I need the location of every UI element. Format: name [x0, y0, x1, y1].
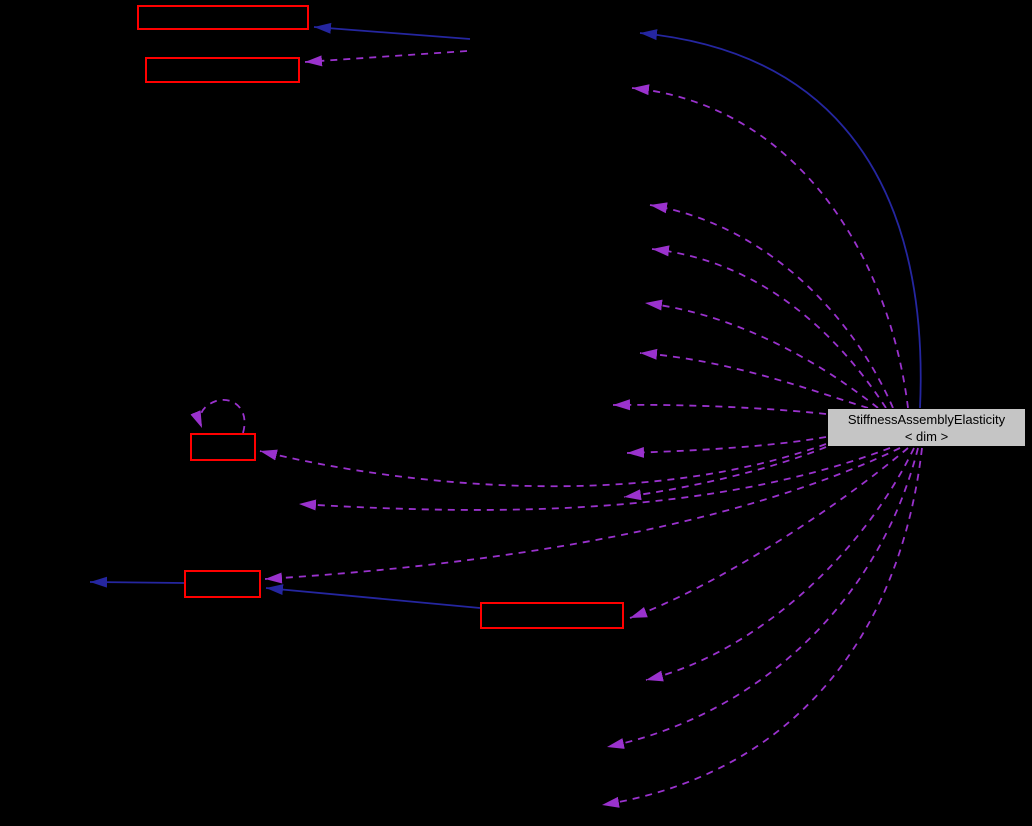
main-class-name: StiffnessAssemblyElasticity: [847, 412, 1006, 427]
edge-main-to-hidden-10: [645, 447, 915, 682]
class-node-box-1[interactable]: [137, 5, 309, 30]
edge-main-to-hidden-base: [639, 29, 922, 409]
edge-box-5-to-box-4: [265, 584, 481, 609]
edge-main-to-hidden-1: [631, 84, 909, 409]
edge-main-to-hidden-3: [651, 245, 887, 409]
edge-main-to-box-4: [264, 447, 901, 584]
edge-main-to-hidden-4: [644, 299, 879, 409]
edge-main-to-hidden-6: [612, 399, 827, 415]
edge-hidden-base-to-box-2: [304, 50, 468, 67]
edge-main-to-hidden-2: [649, 202, 894, 409]
edge-main-to-hidden-5: [639, 348, 869, 409]
edge-main-to-box-3: [259, 443, 827, 488]
class-node-box-4[interactable]: [184, 570, 261, 598]
edge-main-to-hidden-7: [626, 436, 827, 458]
class-node-box-3[interactable]: [190, 433, 256, 461]
main-class-template-param: < dim >: [904, 429, 949, 444]
edge-main-to-hidden-9: [298, 447, 891, 511]
edge-box-4-to-hidden-left: [89, 576, 185, 588]
main-class-node-stiffness-assembly-elasticity: StiffnessAssemblyElasticity < dim >: [827, 408, 1026, 447]
class-node-box-2[interactable]: [145, 57, 300, 83]
class-node-box-5[interactable]: [480, 602, 624, 629]
edge-main-to-hidden-11: [606, 447, 919, 749]
edge-main-to-hidden-12: [601, 447, 923, 808]
edge-hidden-base-to-box-1: [313, 22, 471, 40]
edge-main-to-hidden-8: [623, 446, 827, 501]
edge-main-to-box-5: [629, 447, 909, 619]
edge-box-3-self-loop: [190, 399, 246, 434]
